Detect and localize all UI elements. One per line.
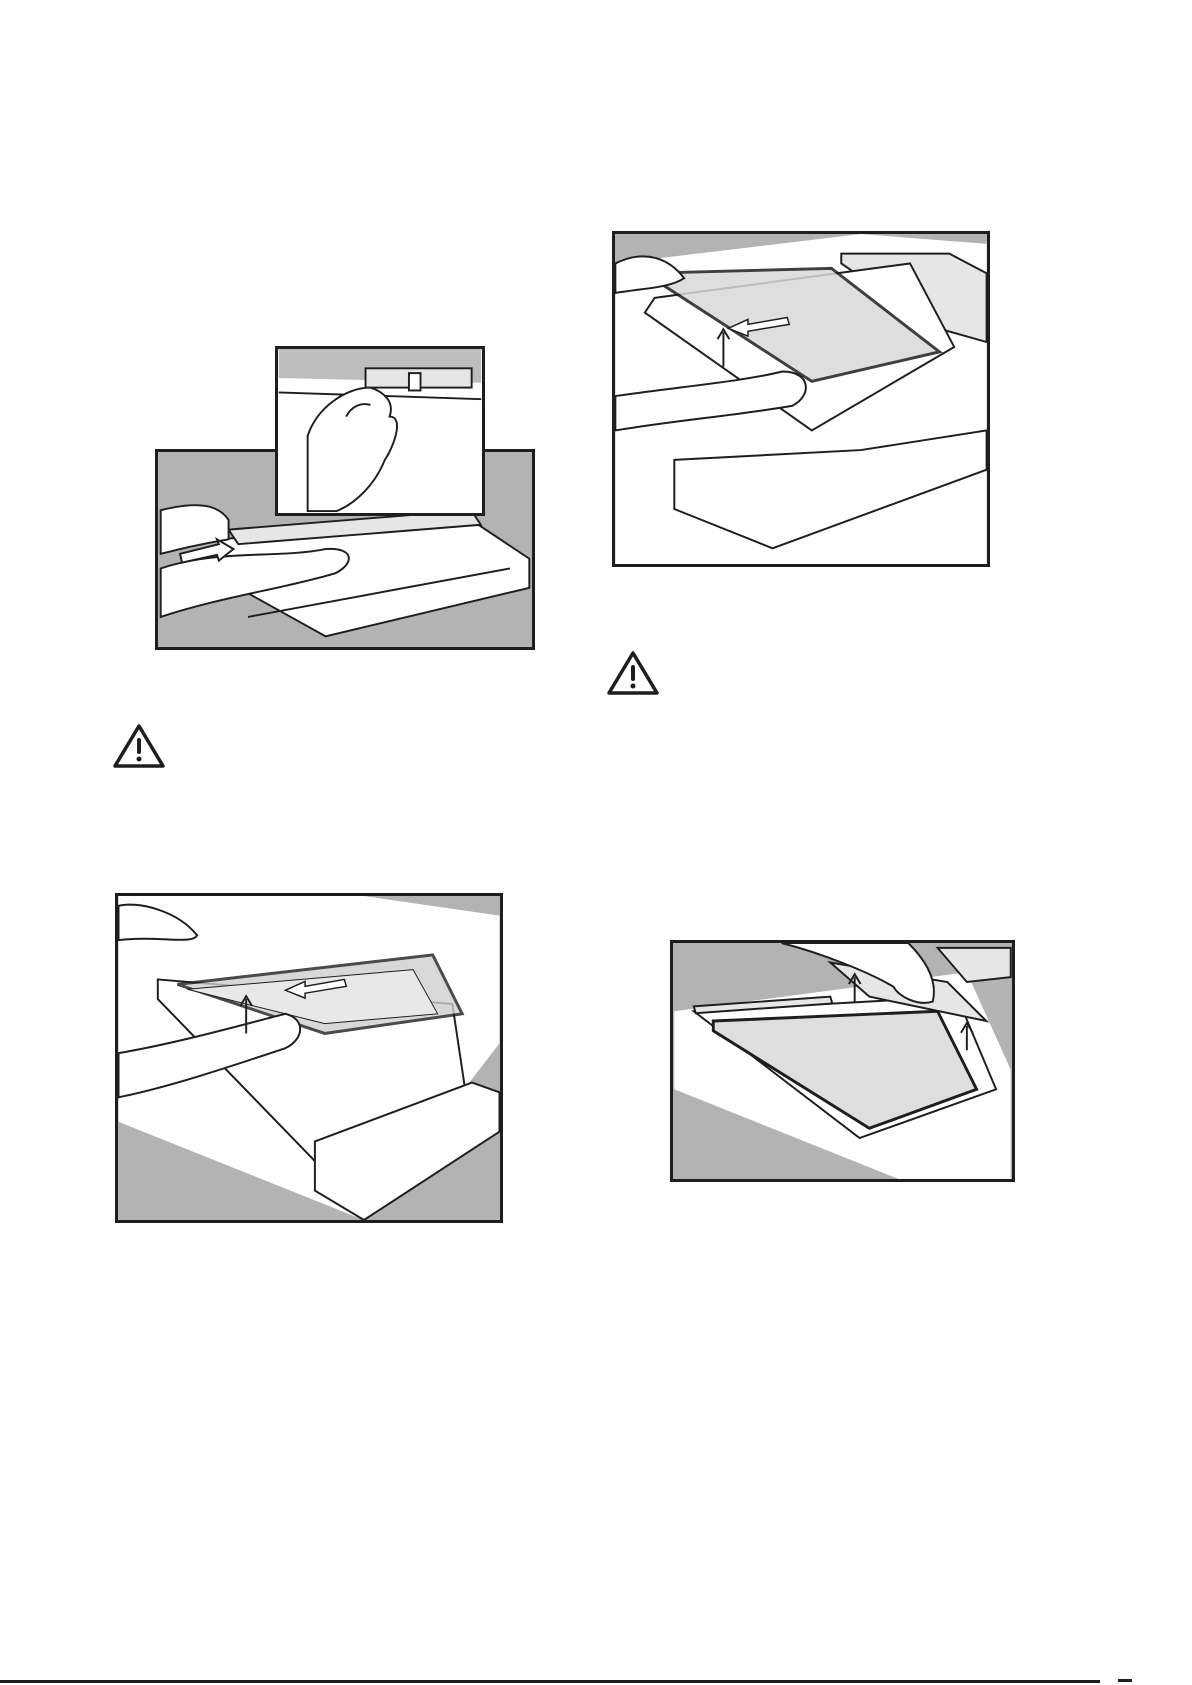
hand-gripping-trim-clip-icon bbox=[278, 349, 482, 513]
warning-icon-2 bbox=[607, 650, 659, 696]
hand-lifting-door-trim-icon bbox=[673, 943, 1012, 1179]
footer-rule bbox=[0, 1680, 1100, 1683]
figure-inset-detail bbox=[275, 346, 485, 516]
warning-triangle-icon bbox=[607, 650, 659, 696]
figure-lift-glass-panel bbox=[612, 231, 990, 567]
warning-icon-1 bbox=[113, 723, 165, 769]
figure-lift-door-trim bbox=[670, 940, 1015, 1182]
hands-removing-glass-panel-icon bbox=[615, 234, 987, 564]
figure-slide-glass-panel bbox=[115, 893, 503, 1223]
footer-page-mark bbox=[1118, 1679, 1132, 1682]
hands-sliding-glass-panel-icon bbox=[118, 896, 500, 1220]
warning-triangle-icon bbox=[113, 723, 165, 769]
